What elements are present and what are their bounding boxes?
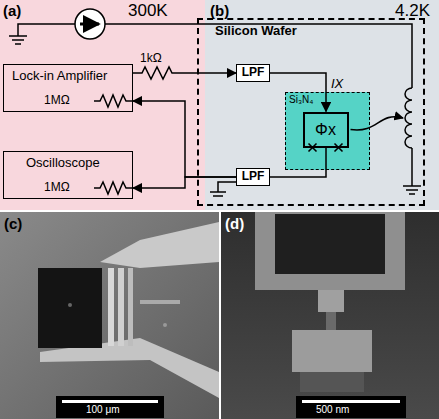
node-label: (a): [3, 3, 21, 20]
node-label: Φx: [315, 121, 336, 139]
circuit-wiring: [9, 9, 421, 196]
filter-box: LPF: [236, 64, 270, 82]
node-label: 300K: [128, 2, 168, 21]
node-label: 1MΩ: [44, 94, 70, 107]
region-fill: [236, 64, 270, 82]
node-label: 100 μm: [86, 404, 120, 415]
sem-image-c: [0, 212, 219, 419]
node-label: Silicon Wafer: [215, 24, 297, 38]
wire-connector: [133, 177, 236, 188]
wire-connector: [270, 148, 326, 178]
region-fill: [205, 0, 439, 210]
node-label: 1MΩ: [44, 181, 70, 194]
sem-image-d: [221, 212, 439, 419]
wafer-box: Silicon WaferLPFSi₃N₄ΦxLPF: [197, 18, 425, 206]
coupling-arrow: [351, 117, 404, 130]
region-fill: [285, 92, 370, 170]
resistor-value: 1kΩ: [140, 52, 162, 65]
node-label: LPF: [242, 66, 265, 79]
cryo-region: (b)4.2KSilicon WaferLPFSi₃N₄ΦxLPF: [205, 0, 439, 210]
node-label: (d): [225, 216, 244, 233]
node-label: LPF: [242, 170, 265, 183]
josephson-junction: [335, 144, 343, 152]
instrument-box: Oscilloscope 1MΩ: [3, 151, 133, 199]
instrument-box: Lock-in Amplifier 1MΩ: [3, 64, 133, 112]
node-label: 500 nm: [316, 404, 349, 415]
wire-connector: [133, 67, 236, 79]
node-label: Lock-in Amplifier: [12, 69, 107, 83]
filter-box: LPF: [236, 168, 270, 186]
room-temp-region: (a) 300K Lock-in Amplifier 1MΩ Oscilloscope 1…: [0, 0, 205, 210]
node-label: Oscilloscope: [26, 156, 100, 170]
current-label: IX: [331, 77, 343, 91]
image-panel: (c) 100 μm: [0, 212, 219, 419]
image-panel: (d) 500 nm: [221, 212, 439, 419]
node-label: Si₃N₄: [289, 94, 313, 105]
node-label: (c): [4, 216, 22, 233]
membrane-box: Si₃N₄ Φx: [285, 92, 370, 170]
squid-loop: Φx: [303, 112, 349, 148]
region-fill: [0, 0, 205, 210]
region-fill: [236, 168, 270, 186]
wire-connector: [133, 101, 236, 177]
josephson-junction: [309, 144, 317, 152]
node-label: 4.2K: [395, 2, 430, 21]
node-label: (b): [210, 3, 229, 20]
